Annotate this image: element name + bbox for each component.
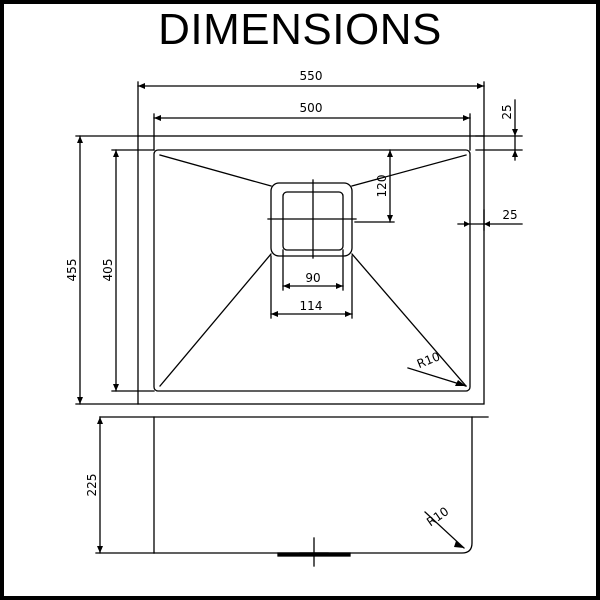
label-drain-offset: 120 — [375, 175, 389, 198]
slope-line — [351, 154, 467, 187]
label-corner-radius-top: R10 — [415, 349, 442, 371]
label-drain-inner: 90 — [305, 271, 320, 285]
slope-line — [351, 253, 467, 387]
sink-outer-rim — [137, 135, 485, 405]
label-bowl-depth: 405 — [101, 259, 115, 282]
label-rim-offset-side: 25 — [502, 208, 517, 222]
label-bowl-width: 500 — [300, 101, 323, 115]
page-title: DIMENSIONS — [158, 5, 442, 54]
label-drain-outer: 114 — [300, 299, 323, 313]
slope-line — [159, 154, 272, 187]
label-rim-offset-top: 25 — [500, 104, 514, 119]
label-corner-radius-side: R10 — [424, 504, 451, 529]
label-overall-depth: 455 — [65, 259, 79, 282]
label-height: 225 — [85, 474, 99, 497]
sink-inner-bowl — [153, 149, 471, 392]
label-overall-width: 550 — [300, 69, 323, 83]
slope-line — [159, 253, 272, 387]
